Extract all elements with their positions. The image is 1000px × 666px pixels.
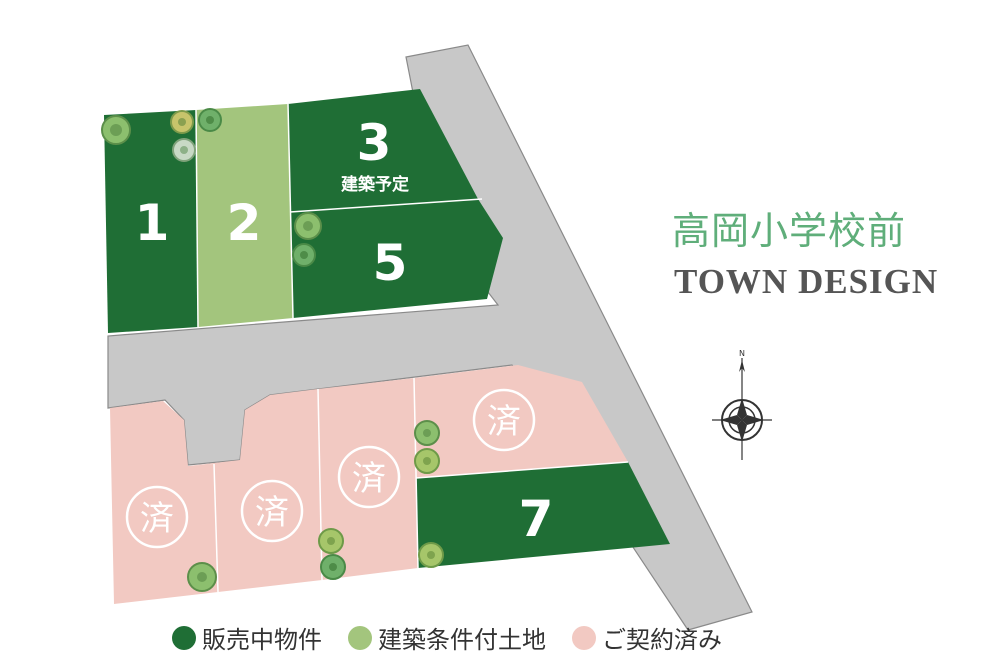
tree-icon	[172, 138, 196, 162]
contracted-label: 済	[487, 402, 521, 442]
legend-item-for-sale: 販売中物件	[172, 620, 322, 655]
tree-icon	[101, 115, 131, 145]
tree-icon	[418, 542, 444, 568]
contracted-label: 済	[352, 459, 386, 499]
contracted-label: 済	[255, 493, 289, 533]
contracted-badge-c: 済	[337, 445, 401, 509]
lot-sold-a-shape[interactable]	[110, 401, 218, 604]
compass-icon: N	[712, 349, 772, 460]
legend-item-conditional: 建築条件付土地	[348, 620, 546, 655]
legend-dot-icon	[172, 625, 196, 650]
contracted-badge-b: 済	[240, 479, 304, 543]
lot-3-label: 3	[357, 114, 392, 172]
lot-5-shape[interactable]	[290, 199, 503, 318]
lot-7-shape[interactable]	[416, 462, 670, 568]
trees	[101, 108, 444, 592]
lot-1-label: 1	[135, 194, 170, 252]
lot-5-label: 5	[373, 234, 408, 292]
tree-icon	[320, 554, 346, 580]
contracted-label: 済	[140, 499, 174, 539]
tree-icon	[294, 212, 322, 240]
legend-label: 建築条件付土地	[378, 626, 546, 654]
legend-dot-icon	[572, 625, 596, 650]
lot-1-shape[interactable]	[104, 110, 198, 333]
tree-icon	[414, 420, 440, 446]
lot-3-shape[interactable]	[288, 89, 478, 212]
tree-icon	[170, 110, 194, 134]
lot-sold-d-shape[interactable]	[414, 365, 628, 478]
legend-item-contracted: ご契約済み	[572, 620, 722, 655]
lot-2-label: 2	[227, 194, 262, 252]
page-subtitle: TOWN DESIGN	[674, 262, 939, 301]
tree-icon	[198, 108, 222, 132]
lot-2-shape[interactable]	[196, 104, 293, 327]
lot-7-label: 7	[519, 490, 554, 548]
tree-icon	[318, 528, 344, 554]
lot-3-note: 建築予定	[341, 174, 409, 195]
lot-sold-b-shape[interactable]	[188, 389, 322, 592]
page-title: 高岡小学校前	[672, 209, 907, 253]
lot-sold-c-shape[interactable]	[318, 378, 418, 580]
contracted-badge-a: 済	[125, 485, 189, 549]
legend-label: 販売中物件	[202, 626, 322, 654]
compass-north-label: N	[739, 349, 745, 358]
tree-icon	[187, 562, 217, 592]
legend: 販売中物件 建築条件付土地 ご契約済み	[172, 620, 748, 655]
contracted-badge-d: 済	[472, 388, 536, 452]
legend-dot-icon	[348, 625, 372, 650]
tree-icon	[292, 243, 316, 267]
tree-icon	[414, 448, 440, 474]
legend-label: ご契約済み	[602, 626, 722, 654]
